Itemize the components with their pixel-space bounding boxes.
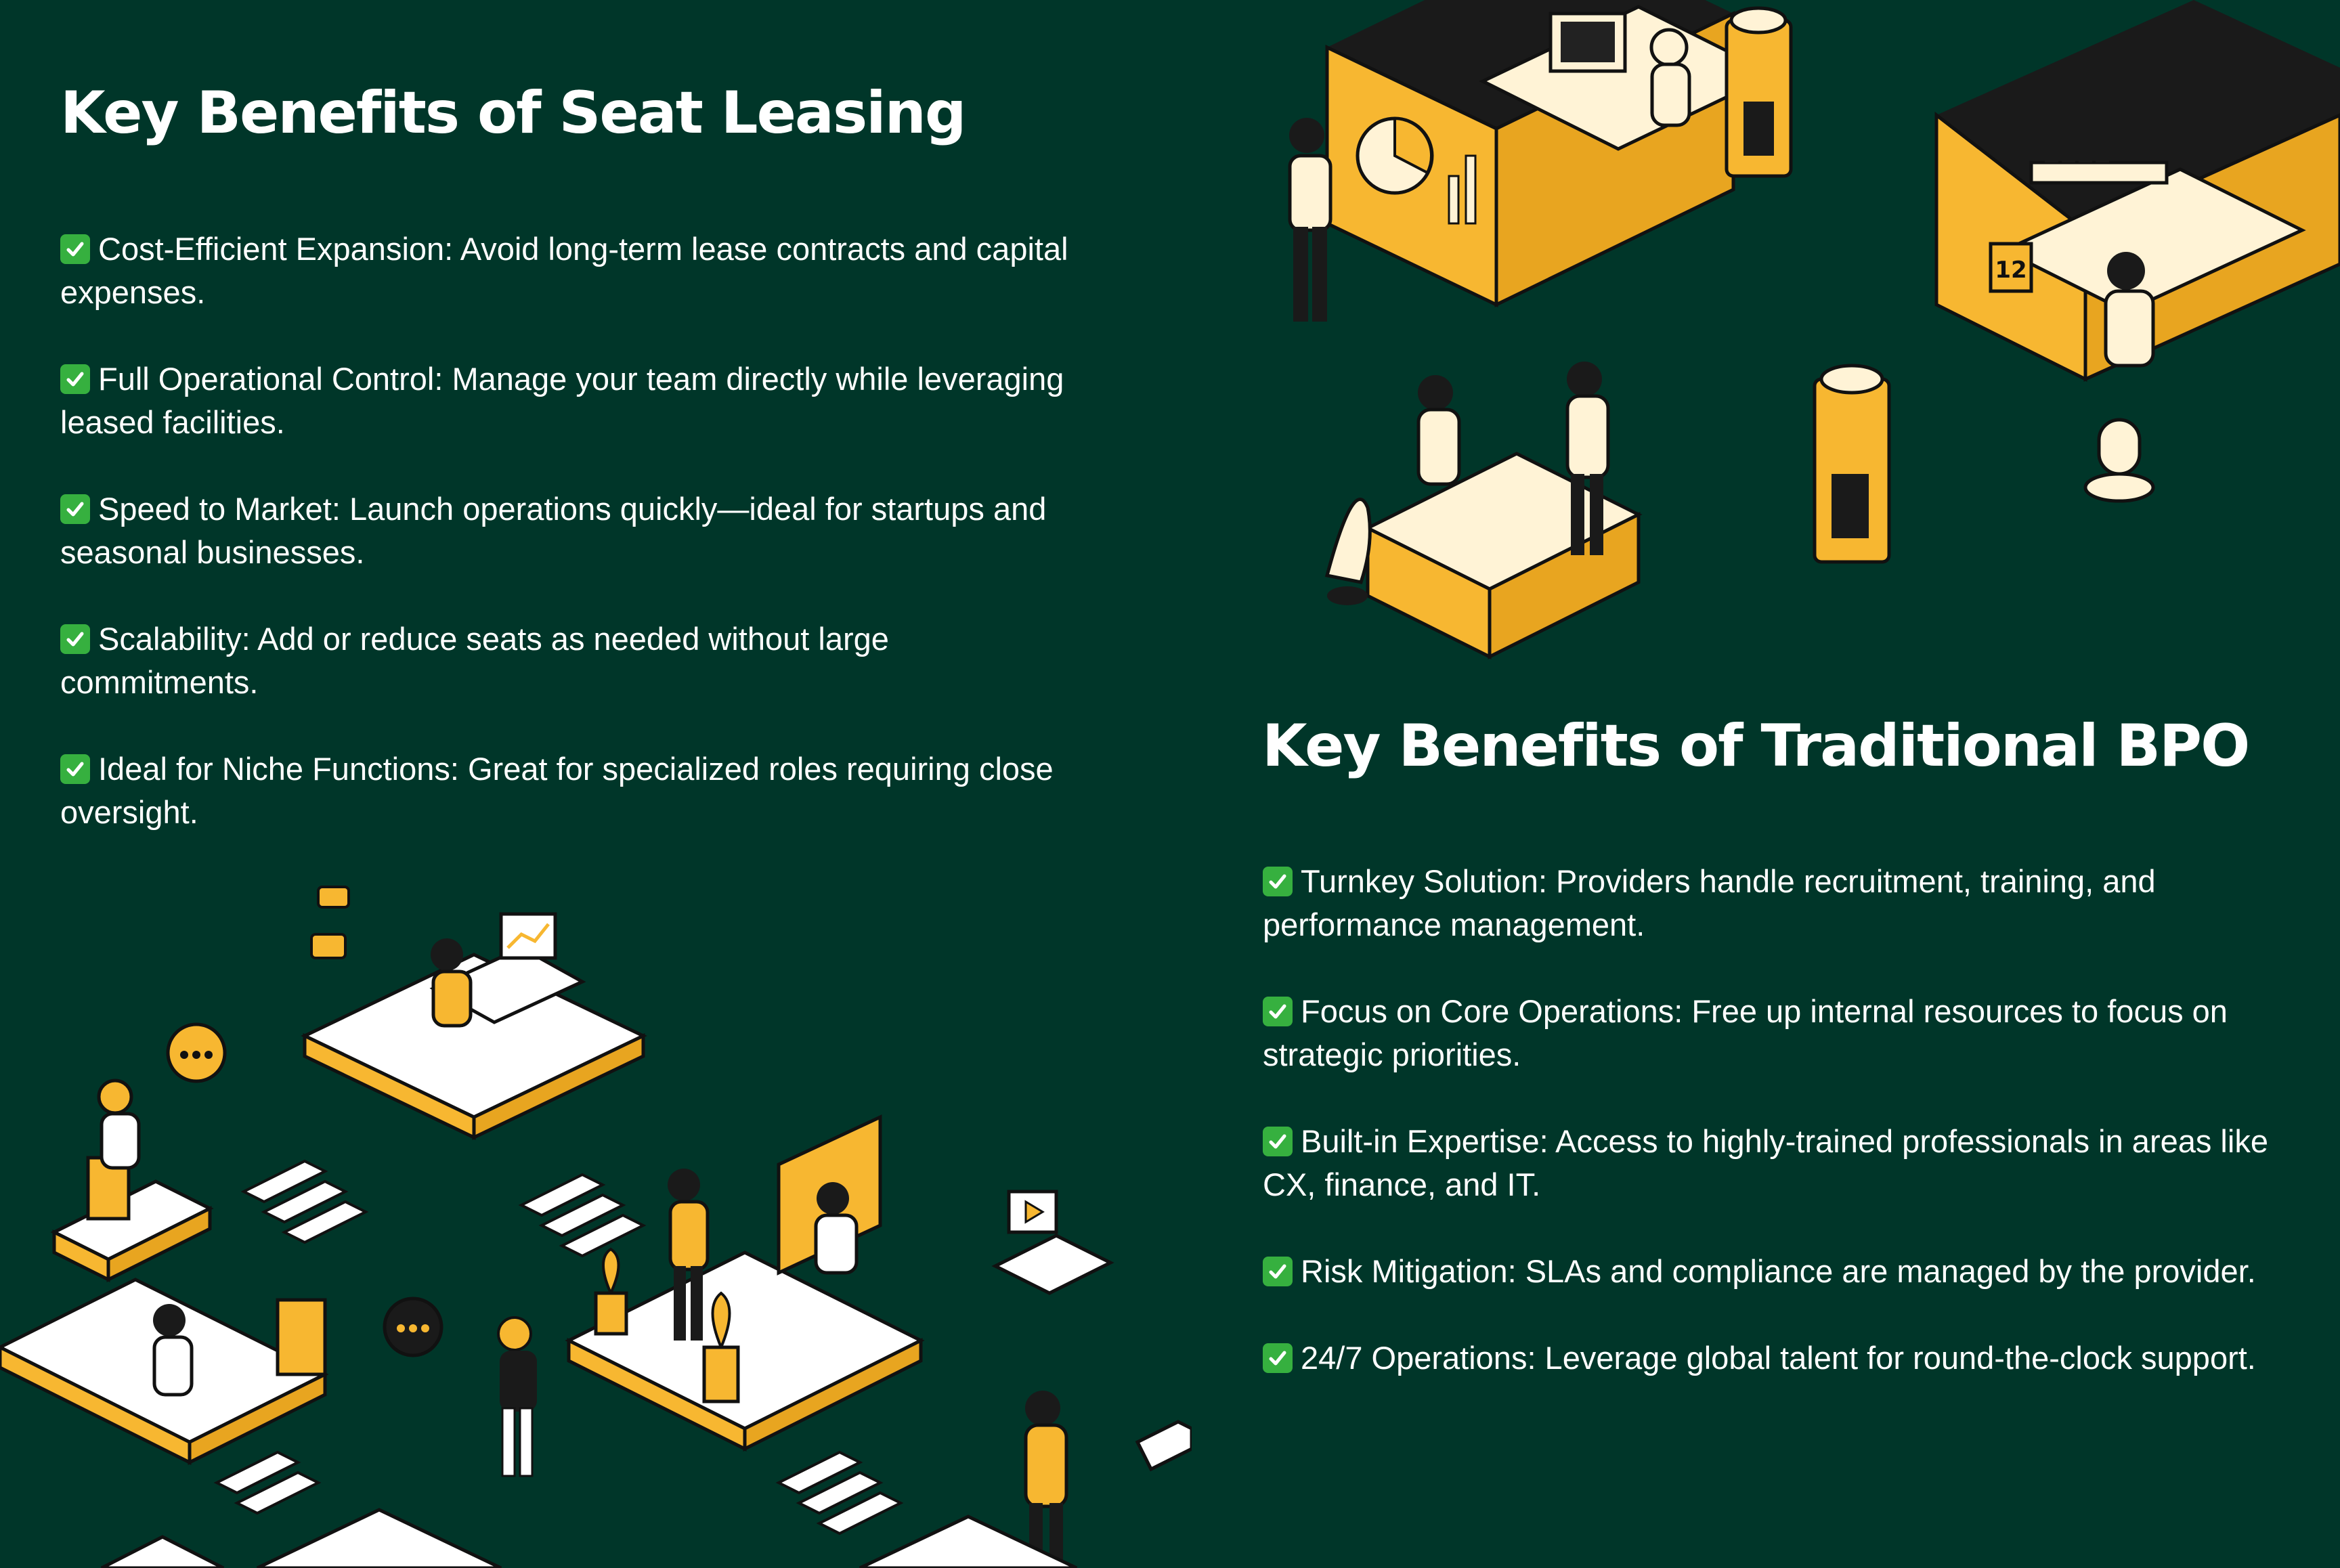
office-cubicles-illustration: 12 — [1259, 0, 2340, 663]
check-mark-icon — [1263, 867, 1293, 896]
benefit-text: Focus on Core Operations: Free up intern… — [1263, 993, 2228, 1072]
svg-text:12: 12 — [1995, 257, 2027, 284]
list-item: Scalability: Add or reduce seats as need… — [60, 617, 1076, 704]
benefit-text: Speed to Market: Launch operations quick… — [60, 491, 1047, 570]
list-item: Cost-Efficient Expansion: Avoid long-ter… — [60, 227, 1076, 314]
list-item: Risk Mitigation: SLAs and compliance are… — [1263, 1250, 2292, 1293]
list-item: 24/7 Operations: Leverage global talent … — [1263, 1336, 2292, 1380]
list-item: Ideal for Niche Functions: Great for spe… — [60, 747, 1076, 834]
benefit-text: Risk Mitigation: SLAs and compliance are… — [1301, 1253, 2256, 1289]
check-mark-icon — [1263, 1257, 1293, 1286]
benefit-text: Ideal for Niche Functions: Great for spe… — [60, 751, 1054, 830]
check-mark-icon — [1263, 997, 1293, 1026]
traditional-bpo-benefits-list: Turnkey Solution: Providers handle recru… — [1263, 860, 2292, 1423]
list-item: Turnkey Solution: Providers handle recru… — [1263, 860, 2292, 946]
check-mark-icon — [60, 624, 90, 654]
seat-leasing-heading: Key Benefits of Seat Leasing — [60, 79, 966, 147]
check-mark-icon — [60, 234, 90, 264]
check-mark-icon — [1263, 1127, 1293, 1156]
benefit-text: 24/7 Operations: Leverage global talent … — [1301, 1340, 2256, 1376]
traditional-bpo-heading: Key Benefits of Traditional BPO — [1262, 712, 2250, 780]
seat-leasing-benefits-list: Cost-Efficient Expansion: Avoid long-ter… — [60, 227, 1076, 877]
list-item: Built-in Expertise: Access to highly-tra… — [1263, 1120, 2292, 1206]
check-mark-icon — [60, 754, 90, 784]
check-mark-icon — [60, 494, 90, 524]
list-item: Full Operational Control: Manage your te… — [60, 357, 1076, 444]
benefit-text: Built-in Expertise: Access to highly-tra… — [1263, 1123, 2268, 1202]
coworking-platforms-illustration — [0, 873, 1192, 1568]
benefit-text: Turnkey Solution: Providers handle recru… — [1263, 863, 2156, 942]
benefit-text: Cost-Efficient Expansion: Avoid long-ter… — [60, 231, 1068, 310]
list-item: Focus on Core Operations: Free up intern… — [1263, 990, 2292, 1076]
check-mark-icon — [60, 364, 90, 394]
list-item: Speed to Market: Launch operations quick… — [60, 487, 1076, 574]
benefit-text: Full Operational Control: Manage your te… — [60, 361, 1064, 440]
check-mark-icon — [1263, 1343, 1293, 1373]
benefit-text: Scalability: Add or reduce seats as need… — [60, 621, 889, 700]
